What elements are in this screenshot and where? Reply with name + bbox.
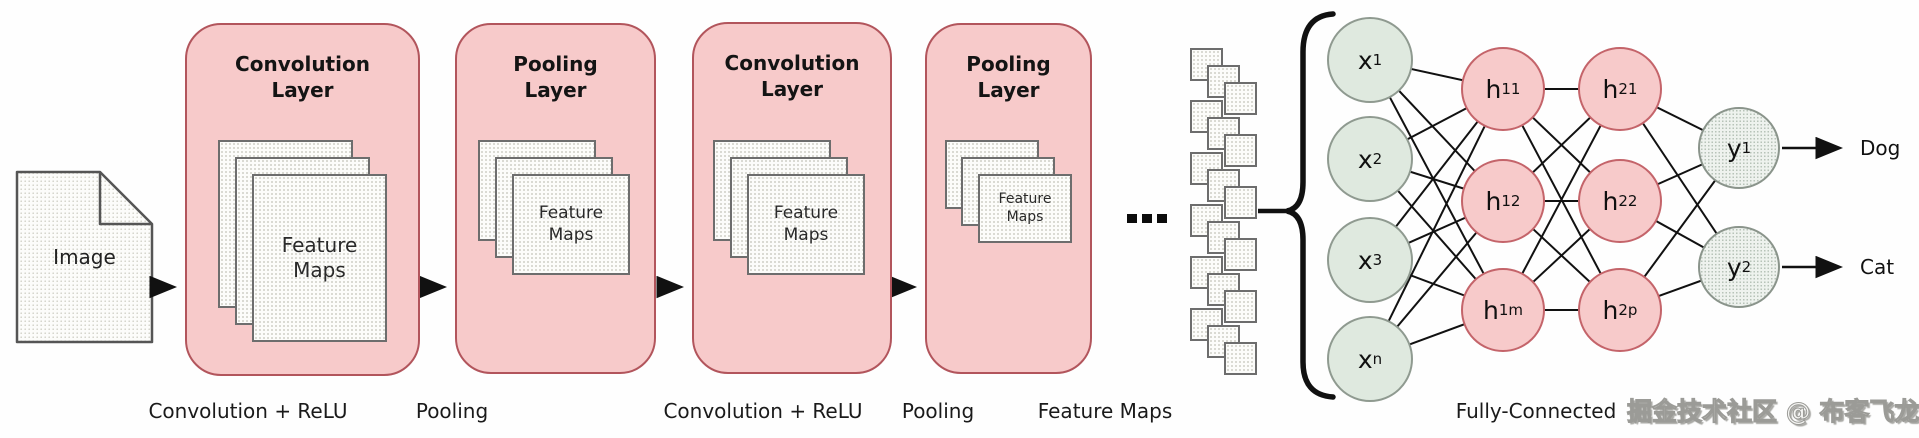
ellipsis-dot	[1127, 214, 1137, 223]
curly-brace	[1286, 11, 1336, 400]
stack-square	[1207, 221, 1240, 254]
watermark: 掘金技术社区 @ 布客飞龙	[1626, 397, 1919, 427]
feature-map-sheet-front	[978, 174, 1072, 243]
input-image-label: Image	[53, 245, 116, 269]
ellipsis-dot	[1142, 214, 1152, 223]
stack-square	[1224, 238, 1257, 271]
stack-square	[1207, 117, 1240, 150]
caption-pooling-1: Pooling	[415, 399, 489, 423]
stack-square	[1190, 48, 1223, 81]
caption-convolution-relu-2: Convolution + ReLU	[663, 399, 863, 423]
feature-maps-label: Feature Maps	[773, 203, 839, 245]
pooling-layer-2-title: Pooling Layer	[966, 52, 1051, 102]
network-connections	[1369, 59, 1740, 360]
convolution-layer-2-title: Convolution Layer	[724, 51, 860, 101]
feature-map-sheet-front	[512, 174, 630, 275]
caption-pooling-2: Pooling	[901, 399, 975, 423]
stack-square	[1224, 186, 1257, 219]
class-label-cat: Cat	[1860, 255, 1895, 279]
feature-map-sheet-front	[252, 174, 387, 342]
connection-line	[1369, 59, 1504, 311]
stack-square	[1224, 290, 1257, 323]
stack-square	[1224, 342, 1257, 375]
stack-square	[1224, 82, 1257, 115]
stack-square	[1224, 134, 1257, 167]
feature-map-sheet-front	[747, 174, 865, 275]
feature-maps-label: Feature Maps	[538, 203, 604, 245]
caption-fully-connected: Fully-Connected	[1455, 399, 1617, 423]
output-arrows	[1782, 136, 1843, 279]
feature-maps-label: Feature Maps	[281, 233, 358, 282]
pooling-layer-1-title: Pooling Layer	[513, 52, 598, 102]
caption-convolution-relu-1: Convolution + ReLU	[148, 399, 348, 423]
caption-feature-maps: Feature Maps	[1037, 399, 1173, 423]
ellipsis-dot	[1157, 214, 1167, 223]
convolution-layer-1-title: Convolution Layer	[235, 52, 370, 102]
class-label-dog: Dog	[1860, 136, 1901, 160]
feature-maps-label: Feature Maps	[998, 191, 1052, 225]
stack-square	[1190, 152, 1223, 185]
connection-line	[1369, 88, 1504, 360]
